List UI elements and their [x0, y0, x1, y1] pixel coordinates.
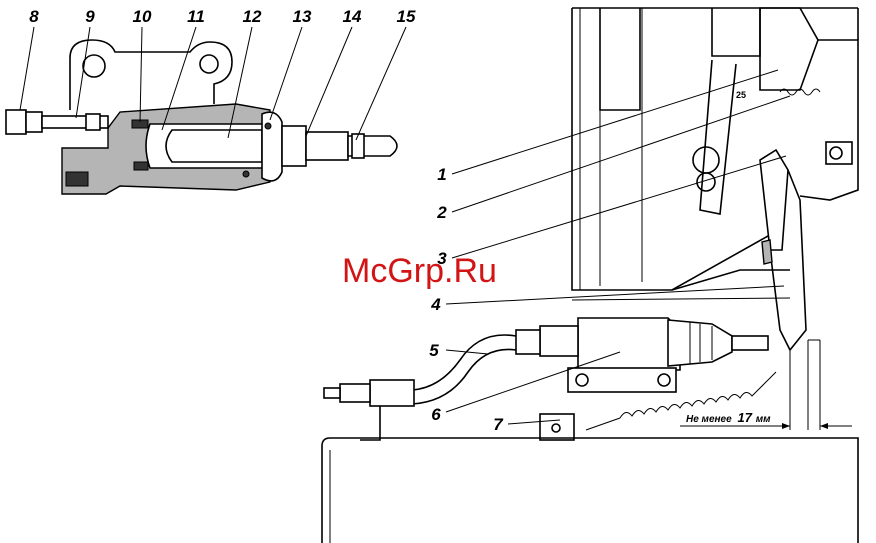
callout-11: 11 [187, 7, 205, 26]
scale-mark: 25 [736, 90, 746, 100]
callout-12: 12 [243, 7, 262, 26]
leader-12 [227, 26, 253, 139]
leader-2 [451, 95, 791, 213]
callout-14: 14 [343, 7, 362, 26]
leader-7 [507, 419, 561, 425]
main-callouts: 1 2 3 4 5 6 7 [429, 69, 791, 434]
callout-13: 13 [293, 7, 312, 26]
leader-8 [19, 26, 35, 111]
dimension-unit: мм [756, 414, 771, 425]
dimension-note: Не менее 17 мм [686, 410, 771, 425]
callout-15: 15 [397, 7, 416, 26]
dimension-17mm: Не менее 17 мм [680, 339, 852, 430]
leader-15 [355, 26, 407, 141]
leader-3 [451, 155, 787, 259]
leader-6 [445, 351, 621, 413]
slave-cylinder-assembly [515, 317, 769, 393]
leader-1 [451, 69, 779, 175]
frame-rail [321, 437, 859, 543]
callout-5: 5 [429, 341, 439, 360]
leader-10 [139, 26, 143, 123]
callout-7: 7 [493, 415, 504, 434]
callout-2: 2 [436, 203, 447, 222]
dimension-value: 17 [737, 410, 752, 425]
callout-3: 3 [437, 249, 447, 268]
callout-6: 6 [431, 405, 441, 424]
dimension-prefix: Не менее [686, 414, 732, 425]
callout-9: 9 [85, 7, 95, 26]
leader-13 [269, 26, 303, 121]
callout-10: 10 [133, 7, 152, 26]
leader-4 [445, 285, 785, 305]
callout-8: 8 [29, 7, 39, 26]
detail-callouts: 8 9 10 11 12 13 14 15 [19, 7, 416, 141]
watermark: McGrp.Ru [342, 252, 497, 290]
leader-5 [445, 349, 489, 355]
callout-1: 1 [437, 165, 446, 184]
callout-4: 4 [430, 295, 441, 314]
return-spring [539, 371, 777, 441]
leader-9 [75, 26, 91, 119]
leader-14 [305, 26, 353, 137]
slave-cylinder-section-view [5, 39, 398, 195]
leader-11 [161, 26, 197, 131]
clutch-housing: 25 [571, 7, 859, 352]
hydraulic-pipe [323, 334, 517, 441]
